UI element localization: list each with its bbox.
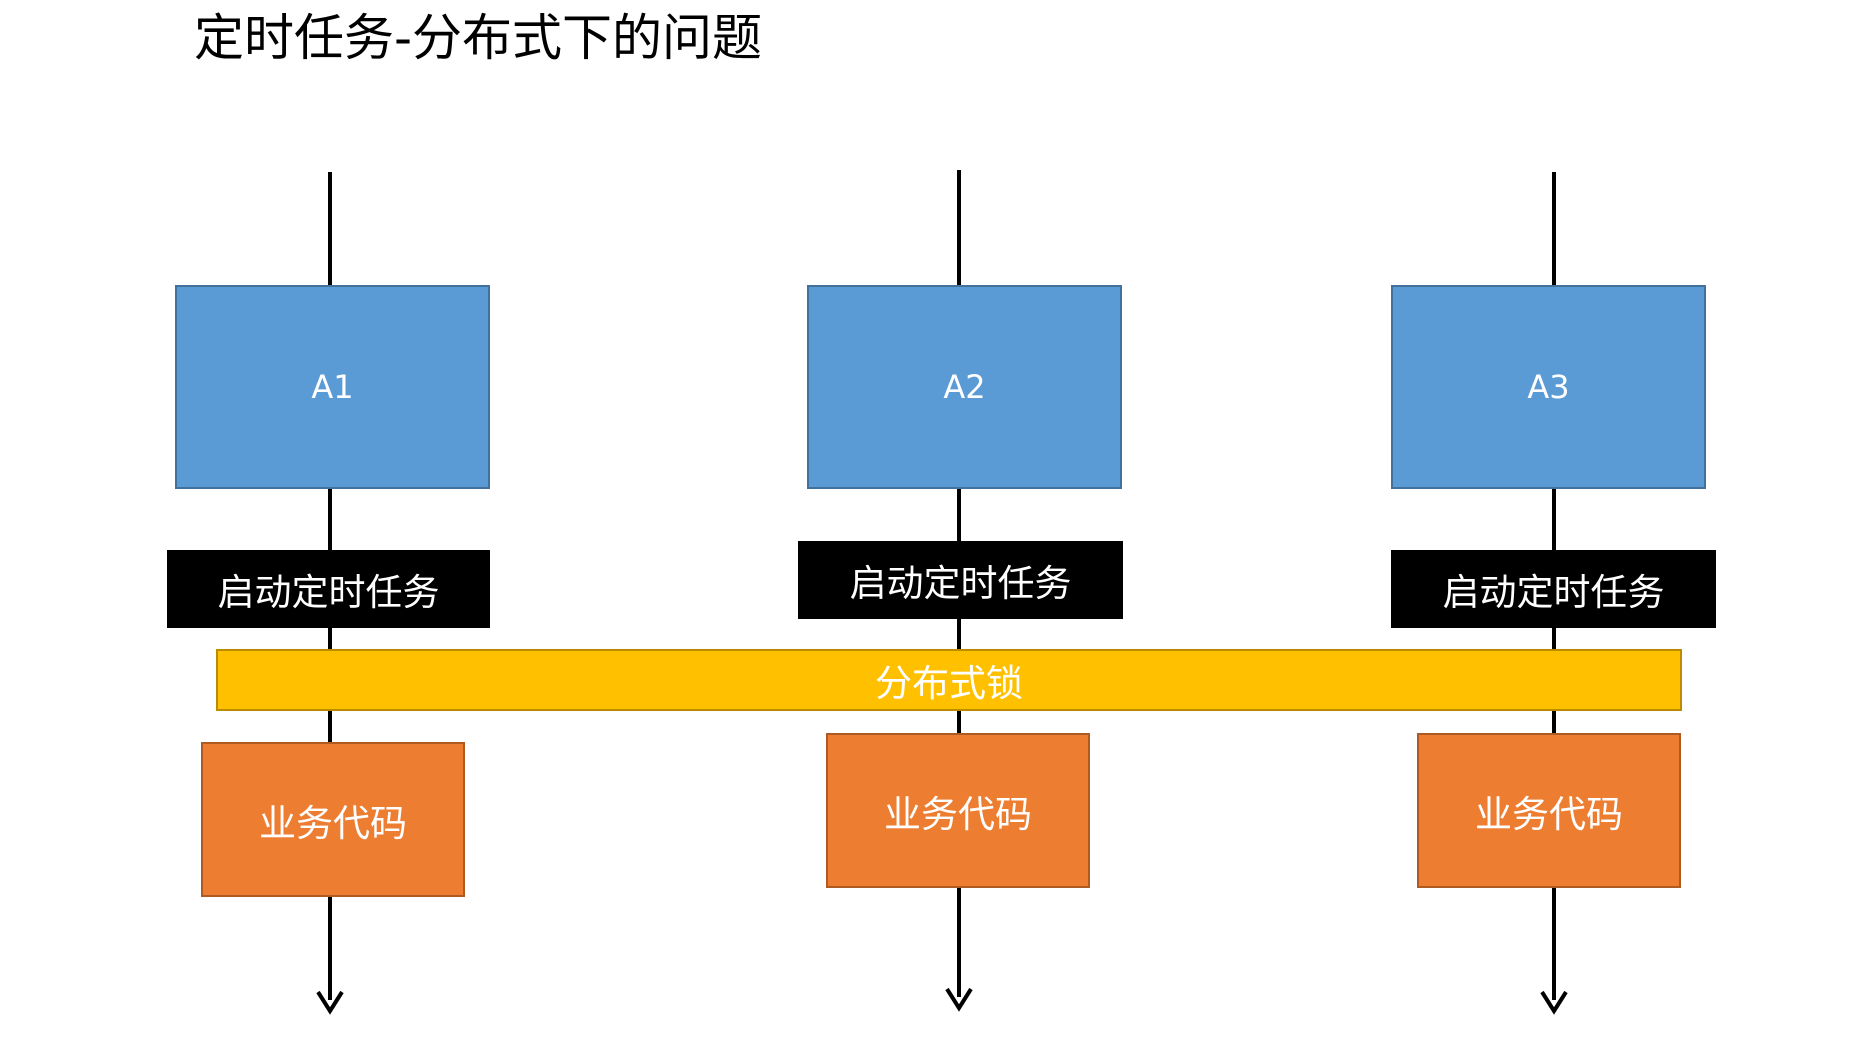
task-start-a1: 启动定时任务 [167,550,490,628]
business-code-a3: 业务代码 [1417,733,1681,888]
task-start-a3: 启动定时任务 [1391,550,1716,628]
distributed-lock-bar: 分布式锁 [216,649,1682,711]
node-a3: A3 [1391,285,1706,489]
arrow-head-a1 [316,990,344,1015]
arrow-head-a3 [1540,990,1568,1015]
business-code-a2: 业务代码 [826,733,1090,888]
node-a2: A2 [807,285,1122,489]
page-title: 定时任务-分布式下的问题 [194,9,763,67]
node-a1: A1 [175,285,490,489]
arrow-head-a2 [945,987,973,1012]
business-code-a1: 业务代码 [201,742,465,897]
task-start-a2: 启动定时任务 [798,541,1123,619]
